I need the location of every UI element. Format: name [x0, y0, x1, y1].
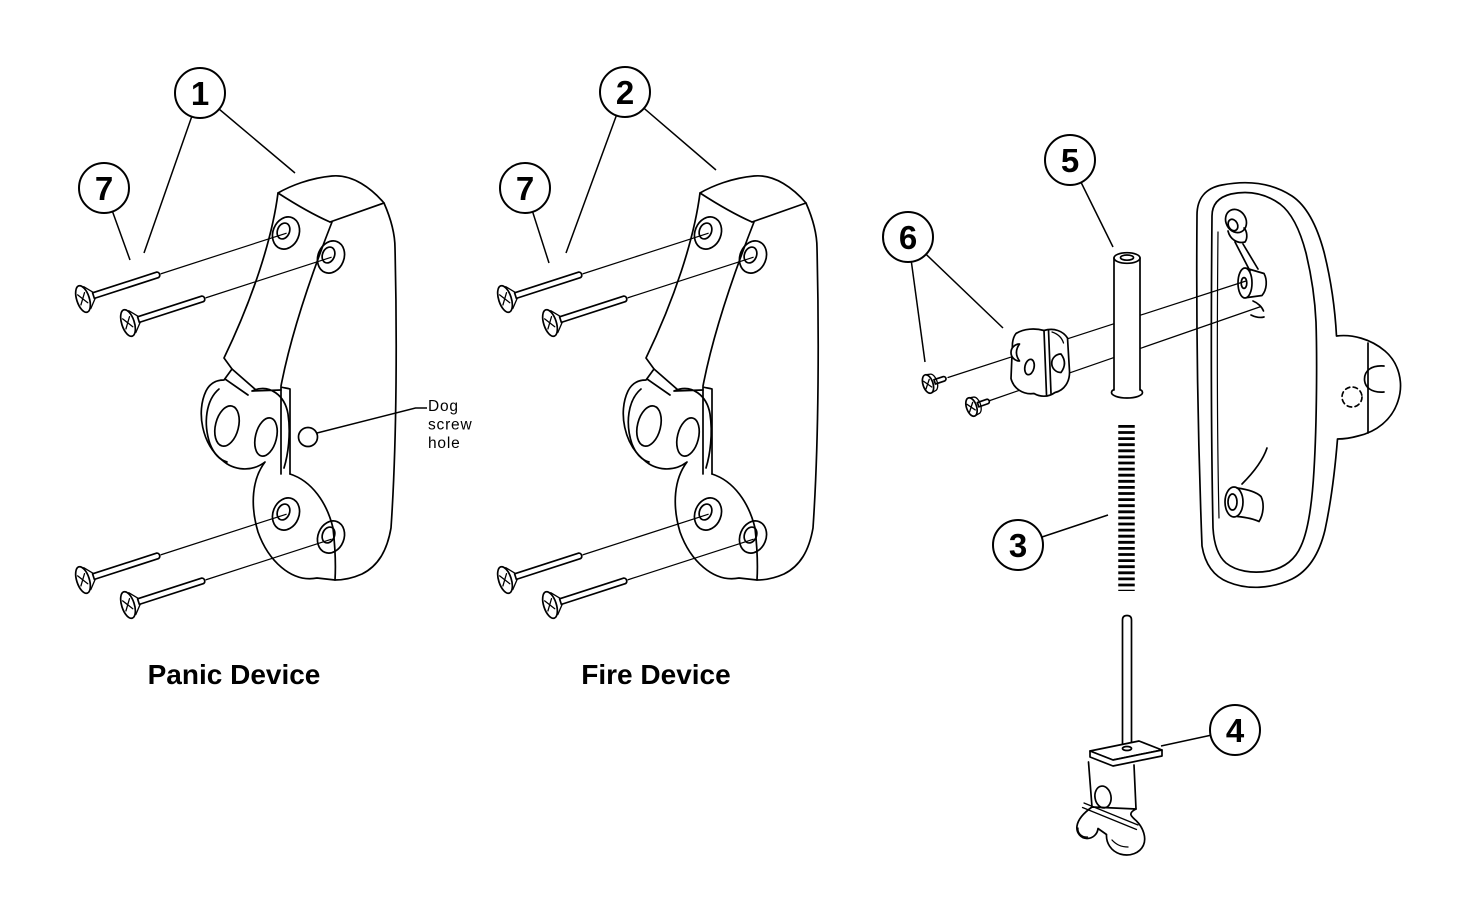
panic-device-label: Panic Device — [148, 659, 321, 690]
callout-2-number: 2 — [616, 74, 634, 111]
callout-4-balloon — [1209, 704, 1261, 756]
svg-text:Dog: Dog — [428, 398, 459, 415]
panic-bracket — [73, 176, 396, 620]
case-housing — [1195, 181, 1402, 589]
dog-foot-bracket — [1076, 740, 1163, 856]
callout-5-balloon — [1044, 134, 1096, 186]
clip-screw — [962, 390, 994, 419]
callout-7-number: 7 — [95, 170, 113, 207]
dog-rod — [1121, 614, 1133, 761]
callout-4-number: 4 — [1226, 712, 1245, 749]
callout-1-number: 1 — [191, 75, 209, 112]
fire-bracket — [495, 176, 818, 620]
hidden-hole — [1341, 386, 1363, 408]
case-assembly — [919, 181, 1402, 856]
callout-6-number: 6 — [899, 219, 917, 256]
svg-text:hole: hole — [428, 435, 461, 452]
callout-1-balloon — [174, 67, 226, 119]
callout-6-balloon — [882, 211, 934, 263]
callout-5-number: 5 — [1061, 142, 1079, 179]
callout-7-balloon — [499, 162, 551, 214]
panic-device-assembly — [73, 176, 396, 620]
clip-screw — [919, 368, 950, 396]
callout-1-leader — [143, 92, 201, 254]
pivot-pin — [1110, 251, 1144, 399]
tab-notch — [1363, 365, 1385, 393]
fire-device-assembly — [495, 176, 818, 620]
centerline — [947, 280, 1247, 379]
callout-2-balloon — [599, 66, 651, 118]
callout-7-balloon — [78, 162, 130, 214]
callout-7-number: 7 — [516, 170, 534, 207]
callout-3-balloon — [992, 519, 1044, 571]
latch-clip — [1010, 328, 1071, 398]
fire-device-label: Fire Device — [581, 659, 730, 690]
dog-screw-hole — [297, 426, 319, 448]
callout-2-leader — [565, 91, 626, 254]
dog-screw-hole-leader — [316, 407, 427, 434]
dog-screw-hole-label: Dog screw hole — [428, 398, 472, 452]
callout-balloons: 1 7 2 7 5 6 3 4 — [78, 66, 1261, 756]
callout-3-number: 3 — [1009, 527, 1027, 564]
svg-text:screw: screw — [428, 417, 472, 434]
